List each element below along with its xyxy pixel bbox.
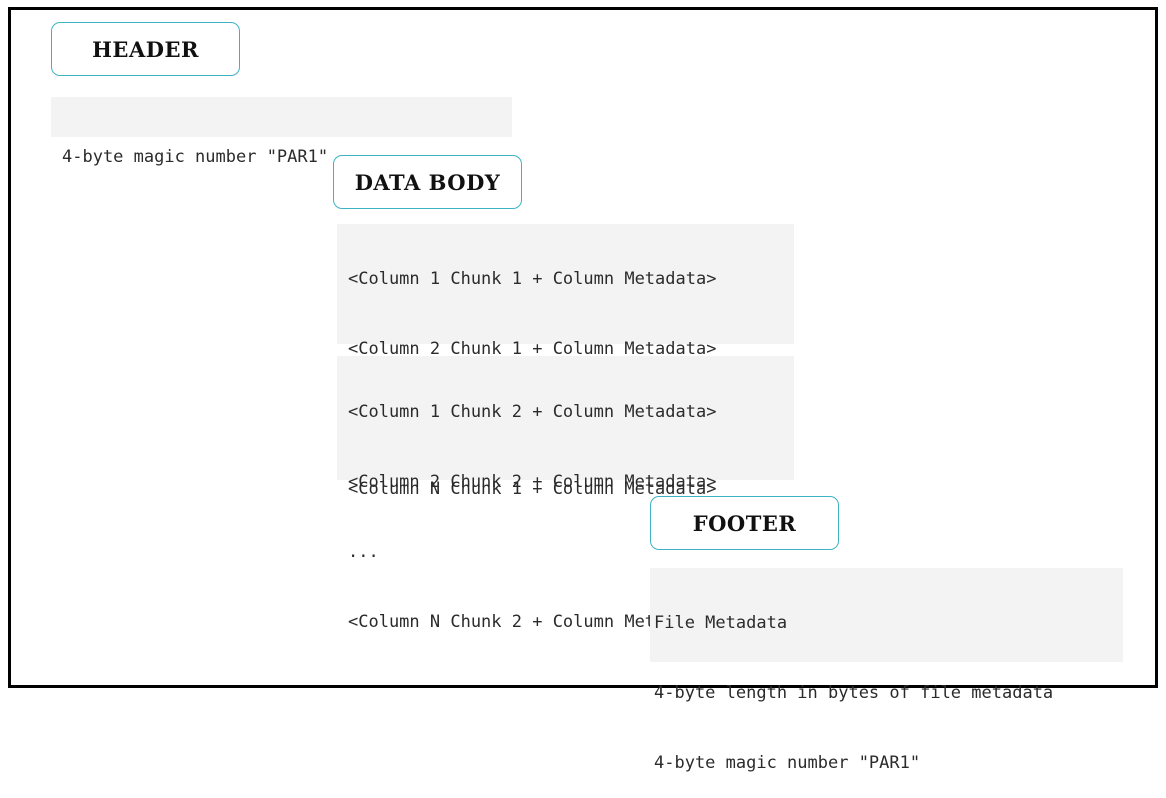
chunk-2-line-3: ... xyxy=(348,542,379,562)
diagram-frame xyxy=(8,7,1158,688)
footer-line-3: 4-byte magic number "PAR1" xyxy=(654,753,921,773)
chunk-2-line-2: <Column 2 Chunk 2 + Column Metadata> xyxy=(348,472,717,492)
data-body-label: DATA BODY xyxy=(333,155,522,209)
footer-line-2: 4-byte length in bytes of file metadata xyxy=(654,683,1054,703)
data-body-chunk-1-block: <Column 1 Chunk 1 + Column Metadata> <Co… xyxy=(337,224,794,499)
footer-line-1: File Metadata xyxy=(654,613,788,633)
chunk-2-line-1: <Column 1 Chunk 2 + Column Metadata> xyxy=(348,402,717,422)
header-line-1: 4-byte magic number "PAR1" xyxy=(62,147,329,167)
footer-code-block: File Metadata 4-byte length in bytes of … xyxy=(650,568,1123,773)
chunk-1-line-4: <Column N Chunk 1 + Column Metadata> xyxy=(348,479,717,499)
header-code-block: 4-byte magic number "PAR1" xyxy=(51,97,512,167)
chunk-1-line-2: <Column 2 Chunk 1 + Column Metadata> xyxy=(348,339,717,359)
chunk-1-line-1: <Column 1 Chunk 1 + Column Metadata> xyxy=(348,269,717,289)
footer-label: FOOTER xyxy=(650,496,839,550)
data-body-chunk-2-block: <Column 1 Chunk 2 + Column Metadata> <Co… xyxy=(337,356,794,632)
header-label: HEADER xyxy=(51,22,240,76)
